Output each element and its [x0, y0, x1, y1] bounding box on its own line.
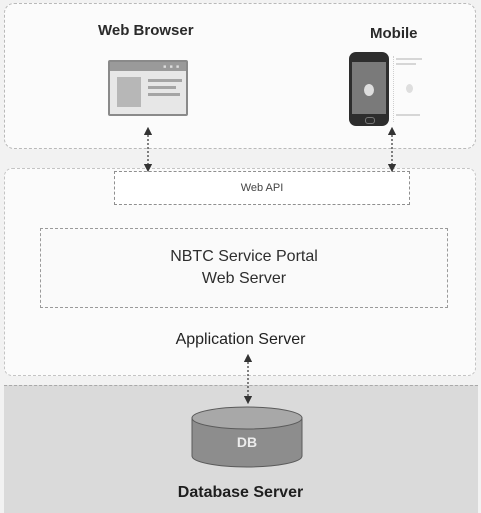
mobile-screen-ghost-icon — [393, 56, 430, 122]
web-browser-title: Web Browser — [98, 22, 194, 39]
mobile-title: Mobile — [370, 25, 418, 42]
smartphone-icon — [349, 52, 389, 126]
database-cylinder-icon: DB — [191, 406, 303, 468]
web-server-box: NBTC Service Portal Web Server — [40, 228, 448, 308]
web-api-box: Web API — [114, 171, 410, 205]
portal-subtitle: Web Server — [201, 270, 287, 287]
db-label: DB — [237, 434, 257, 450]
application-server-label: Application Server — [175, 331, 306, 348]
portal-title: NBTC Service Portal — [170, 248, 318, 265]
web-api-label: Web API — [240, 182, 284, 194]
database-server-label: Database Server — [177, 484, 304, 501]
browser-window-icon: ■ ■ ■ — [108, 60, 188, 116]
client-tier-panel — [4, 3, 476, 149]
